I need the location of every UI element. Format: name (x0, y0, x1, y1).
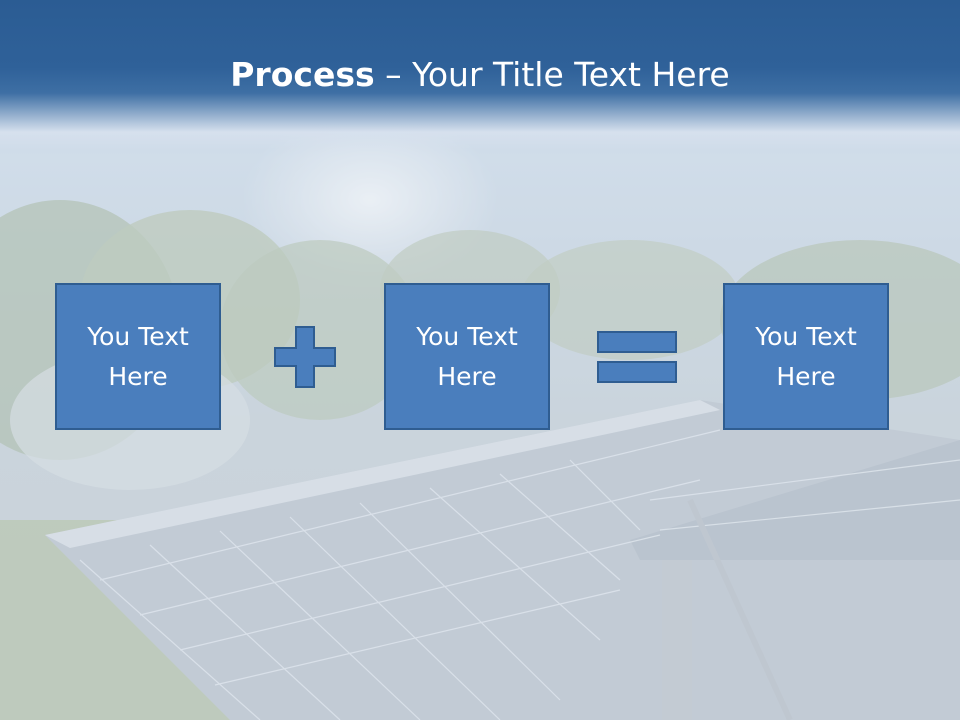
process-step-box-3[interactable]: You Text Here (723, 283, 889, 430)
step-text-line2: Here (437, 361, 497, 391)
step-text: You Text Here (407, 317, 527, 397)
process-step-box-1[interactable]: You Text Here (55, 283, 221, 430)
process-step-box-2[interactable]: You Text Here (384, 283, 550, 430)
step-text: You Text Here (746, 317, 866, 397)
plus-icon (274, 326, 336, 388)
step-text-line1: You Text (87, 321, 189, 351)
step-text-line2: Here (776, 361, 836, 391)
title-rest: – Your Title Text Here (374, 55, 730, 94)
title-bold: Process (230, 55, 375, 94)
slide-title[interactable]: Process – Your Title Text Here (0, 54, 960, 96)
step-text-line1: You Text (755, 321, 857, 351)
step-text-line1: You Text (416, 321, 518, 351)
step-text-line2: Here (108, 361, 168, 391)
step-text: You Text Here (78, 317, 198, 397)
equals-icon (597, 331, 677, 383)
title-band (0, 0, 960, 150)
